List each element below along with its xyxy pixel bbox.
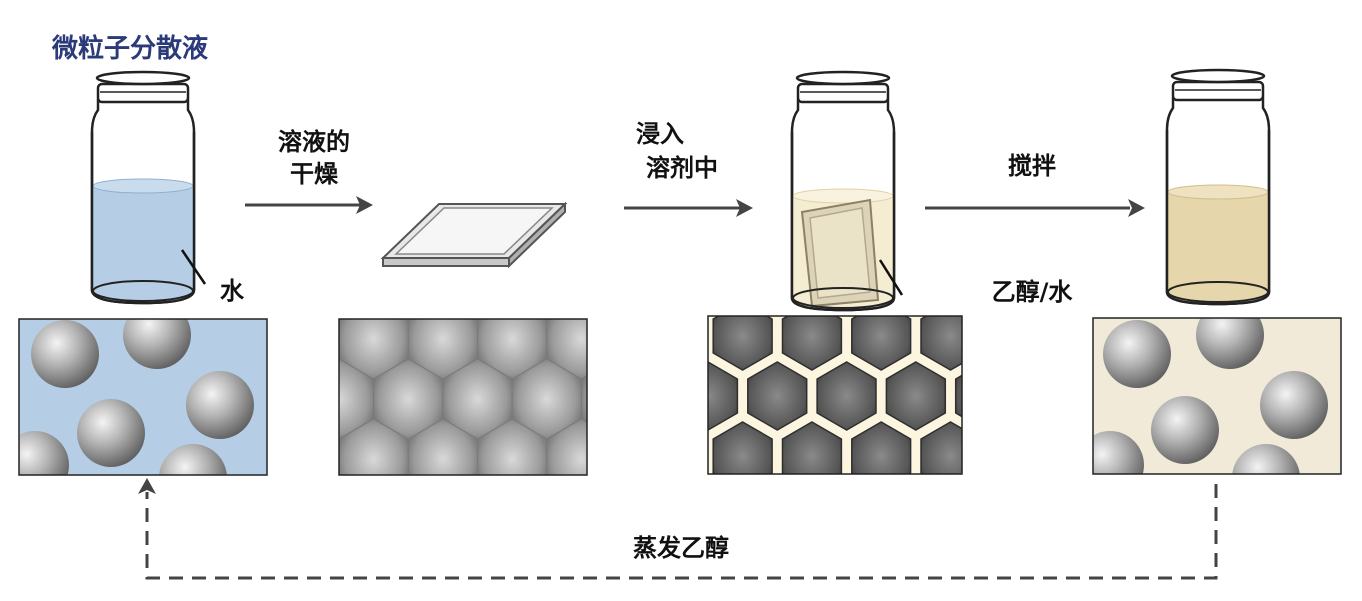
- arrow-stir: [925, 199, 1145, 217]
- packed-particle: [644, 422, 703, 490]
- particle: [1260, 371, 1328, 439]
- packed-particle: [304, 239, 373, 319]
- dry-label-line2: 干燥: [290, 160, 339, 188]
- jar-water: [92, 72, 205, 303]
- packed-particle: [270, 299, 339, 379]
- packed-particle: [990, 422, 1049, 490]
- stir-label: 搅拌: [1008, 152, 1056, 180]
- particle: [123, 301, 191, 369]
- particle: [1, 431, 69, 499]
- water-label: 水: [220, 277, 245, 305]
- packed-particle: [270, 419, 339, 499]
- panel-close-packed: [235, 239, 685, 499]
- packed-particle: [609, 242, 668, 310]
- packed-particle: [679, 242, 738, 310]
- particle: [77, 399, 145, 467]
- jar-stirred: [1167, 70, 1269, 304]
- panel-dispersed-in-water: [1, 301, 267, 512]
- dry-label-line1: 溶液的: [278, 128, 350, 156]
- particle: [1196, 301, 1264, 369]
- packed-particle: [582, 359, 651, 439]
- particle: [1232, 444, 1300, 512]
- particle: [31, 320, 99, 388]
- dried-film-plate: [383, 204, 565, 266]
- arrow-dry: [245, 196, 373, 214]
- particle: [186, 371, 254, 439]
- particle: [1076, 431, 1144, 499]
- ethanol-water-label: 乙醇/水: [992, 278, 1074, 306]
- packed-particle: [582, 239, 651, 319]
- particle: [1103, 320, 1171, 388]
- packed-particle: [956, 362, 1015, 430]
- packed-particle: [990, 302, 1049, 370]
- packed-particle: [235, 239, 304, 319]
- immerse-label-line1: 浸入: [636, 120, 684, 148]
- arrow-immerse: [624, 199, 753, 217]
- jar-solvent-with-film: [792, 72, 902, 310]
- particle: [159, 444, 227, 512]
- packed-particle: [609, 362, 668, 430]
- particle: [1151, 396, 1219, 464]
- packed-particle: [616, 419, 685, 499]
- packed-particle: [644, 302, 703, 370]
- evaporate-label: 蒸发乙醇: [633, 534, 729, 562]
- dashed-return-arrow: [138, 478, 1216, 578]
- packed-particle: [616, 299, 685, 379]
- panel-redispersed: [1076, 301, 1341, 512]
- immerse-label-line2: 溶剂中: [646, 154, 718, 182]
